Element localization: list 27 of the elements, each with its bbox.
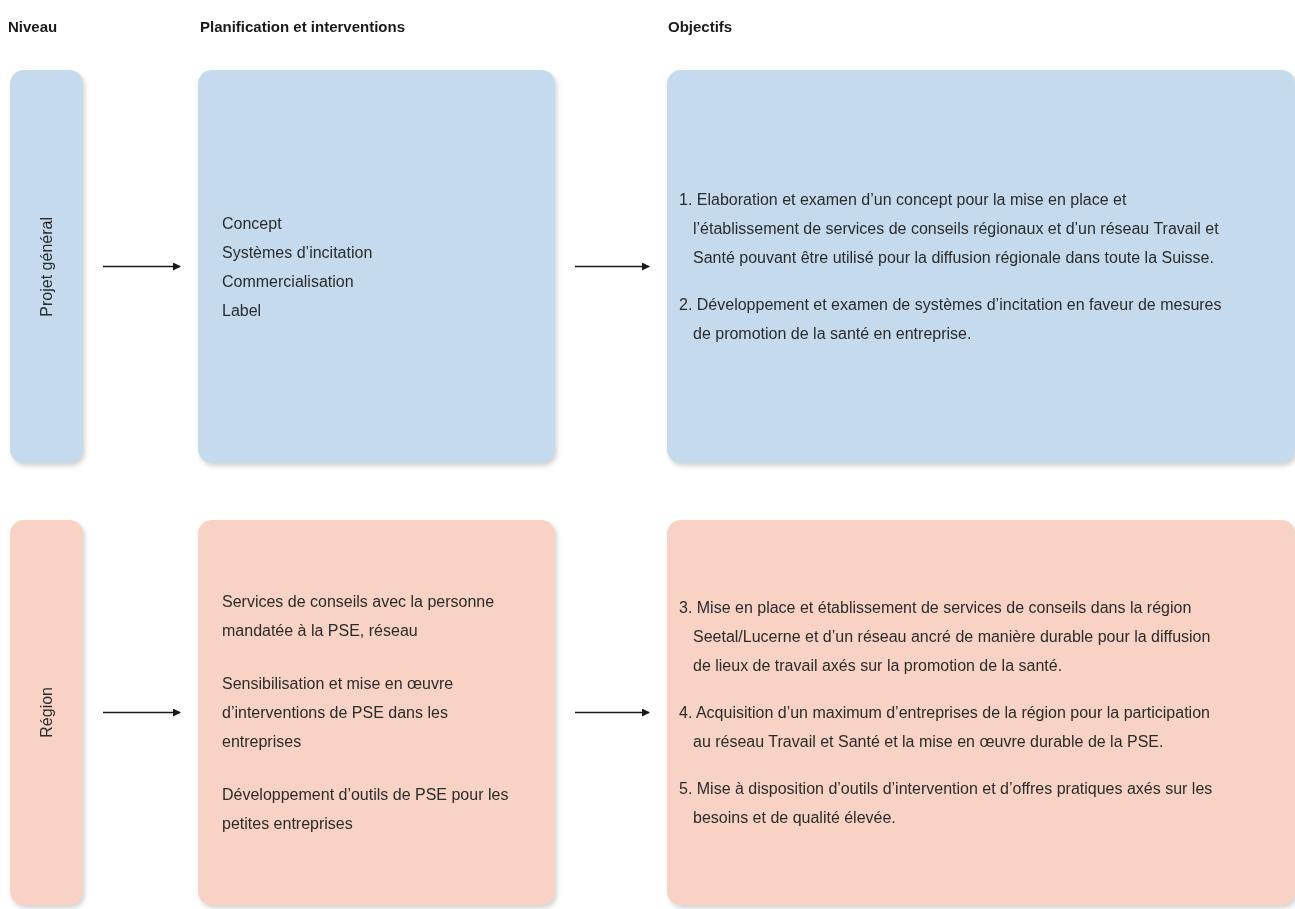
column-heading: Niveau — [8, 18, 58, 35]
intervention-text: Concept — [222, 213, 283, 234]
arrow — [574, 262, 650, 271]
arrow — [102, 262, 181, 271]
arrow — [102, 708, 181, 717]
objective-text: 2. Développement et examen de systèmes d’incitation en faveur de mesures de promotion de la santé en entreprise. — [679, 295, 1223, 344]
objectives-box — [667, 520, 1295, 905]
objective-text: 5. Mise à disposition d’outils d’intervention et d’offres pratiques axés sur les besoins et de qualité élevée. — [679, 779, 1214, 828]
level-box — [10, 520, 83, 905]
intervention-text: Label — [222, 300, 263, 321]
column-heading: Planification et interventions — [200, 18, 406, 35]
level-label: Région — [37, 687, 56, 738]
arrow — [574, 708, 650, 717]
planning-box — [198, 70, 555, 463]
planning-box — [198, 520, 555, 905]
intervention-text: Commercialisation — [222, 271, 355, 292]
intervention-text: Services de conseils avec la personne mandatée à la PSE, réseau — [222, 592, 496, 641]
level-box — [10, 70, 83, 463]
level-label: Projet général — [37, 216, 56, 317]
objective-text: 4. Acquisition d’un maximum d’entreprises de la région pour la participation au réseau Travail et Santé et la mise en œuvre durable de la PSE. — [679, 703, 1211, 752]
objective-text: 1. Elaboration et examen d’un concept pour la mise en place et l’établissement de services de conseils régionaux et d’un réseau Travail et Santé pouvant être utilisé pour la diffusion régionale dans toute la Suisse. — [679, 190, 1220, 268]
intervention-text: Sensibilisation et mise en œuvre d’interventions de PSE dans les entreprises — [222, 674, 455, 752]
intervention-text: Systèmes d’incitation — [222, 242, 374, 263]
objectives-box — [667, 70, 1295, 463]
column-heading: Objectifs — [668, 18, 733, 35]
objective-text: 3. Mise en place et établissement de services de conseils dans la région Seetal/Lucerne et d’un réseau ancré de manière durable pour la diffusion de lieux de travail axés sur la promotion de la santé. — [679, 598, 1212, 676]
intervention-text: Développement d’outils de PSE pour les petites entreprises — [222, 785, 510, 834]
